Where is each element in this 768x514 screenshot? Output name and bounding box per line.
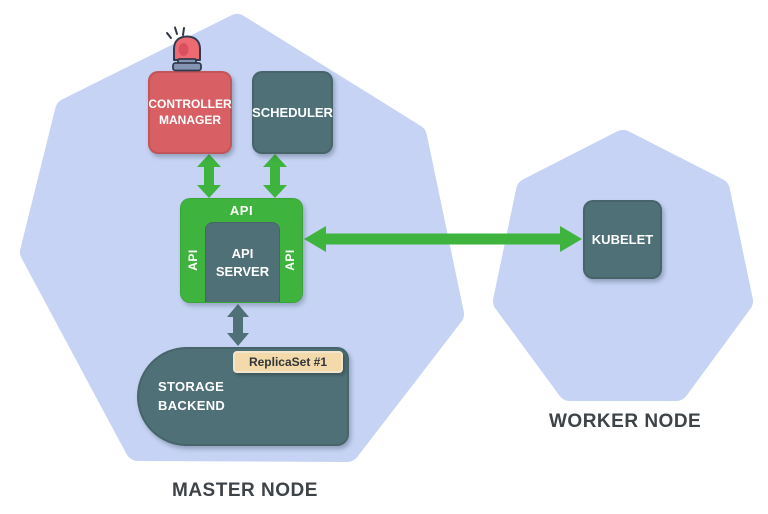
api-storage-arrow: [227, 304, 249, 346]
api-left-label: API: [185, 248, 200, 271]
master-node-label: MASTER NODE: [172, 480, 318, 501]
api-right-label: API: [282, 248, 297, 271]
kubelet-box: KUBELET: [583, 200, 662, 279]
api-server-inner-box: API SERVER: [205, 222, 280, 302]
replicaset-badge: ReplicaSet #1: [233, 351, 343, 373]
controller-manager-api-arrow: [197, 154, 221, 198]
controller-manager-box: CONTROLLER MANAGER: [148, 71, 232, 154]
api-server-outer-box: API API API API SERVER: [180, 198, 303, 303]
scheduler-api-arrow: [263, 154, 287, 198]
api-top-label: API: [229, 203, 254, 218]
scheduler-box: SCHEDULER: [252, 71, 333, 154]
api-kubelet-arrow: [304, 226, 582, 252]
storage-backend-label: STORAGE BACKEND: [158, 379, 226, 413]
worker-node-label: WORKER NODE: [549, 411, 702, 432]
alarm-siren-icon: [166, 26, 202, 72]
